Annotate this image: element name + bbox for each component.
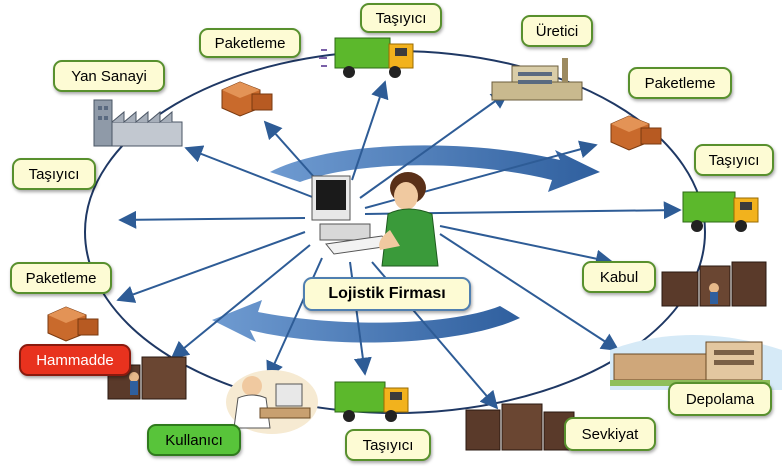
node-tasiyici-right[interactable]: Taşıyıcı bbox=[694, 144, 774, 176]
boxes-icon bbox=[221, 81, 273, 117]
node-tasiyici-left[interactable]: Taşıyıcı bbox=[12, 158, 96, 190]
factory-icon bbox=[491, 58, 583, 101]
truck-icon bbox=[334, 381, 409, 422]
user-icon bbox=[226, 370, 318, 434]
node-paketleme-top[interactable]: Paketleme bbox=[199, 28, 301, 58]
arrow-to-hammadde bbox=[170, 244, 311, 360]
node-hammadde[interactable]: Hammadde bbox=[19, 344, 131, 376]
node-depolama[interactable]: Depolama bbox=[668, 382, 772, 416]
pallets-icon bbox=[661, 261, 767, 307]
arrow-to-uretici bbox=[359, 90, 510, 199]
node-tasiyici-top[interactable]: Taşıyıcı bbox=[360, 3, 442, 33]
truck-icon bbox=[682, 191, 759, 232]
node-paketleme-right[interactable]: Paketleme bbox=[628, 67, 732, 99]
node-sevkiyat[interactable]: Sevkiyat bbox=[564, 417, 656, 451]
arrow-to-yan-sanayi bbox=[184, 145, 321, 201]
node-kabul[interactable]: Kabul bbox=[582, 261, 656, 293]
node-tasiyici-bottom[interactable]: Taşıyıcı bbox=[345, 429, 431, 461]
pallets-icon bbox=[465, 403, 575, 451]
arrow-to-kabul bbox=[439, 225, 614, 268]
truck-icon bbox=[319, 37, 414, 78]
arrow-to-paketleme-left bbox=[116, 231, 306, 303]
operator-icon bbox=[379, 172, 439, 267]
node-uretici[interactable]: Üretici bbox=[521, 15, 593, 47]
computer-icon bbox=[311, 175, 391, 255]
arrow-to-depolama bbox=[439, 233, 620, 351]
node-yan-sanayi[interactable]: Yan Sanayi bbox=[53, 60, 165, 92]
pallets-icon bbox=[107, 356, 187, 400]
boxes-icon bbox=[47, 306, 99, 342]
boxes-icon bbox=[610, 115, 662, 151]
factory-icon bbox=[93, 99, 183, 147]
center-label[interactable]: Lojistik Firması bbox=[303, 277, 471, 311]
node-kullanici[interactable]: Kullanıcı bbox=[147, 424, 241, 456]
cycle-arrow-upper bbox=[270, 145, 600, 192]
arrow-to-tasiyici-left bbox=[118, 210, 306, 229]
node-paketleme-left[interactable]: Paketleme bbox=[10, 262, 112, 294]
arrow-to-tasiyici-top bbox=[351, 80, 389, 181]
